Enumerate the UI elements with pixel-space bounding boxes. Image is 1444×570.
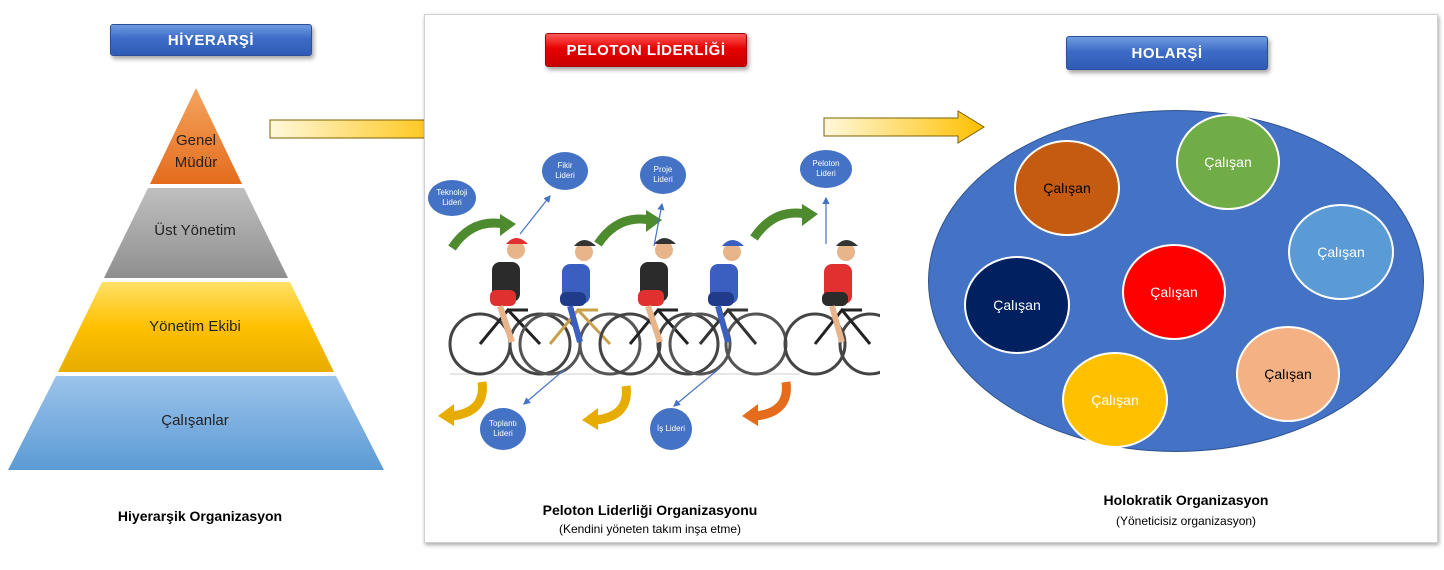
- employee-circle-1: Çalışan: [1014, 140, 1120, 236]
- holacracy-subcaption: (Yöneticisiz organizasyon): [1115, 514, 1257, 528]
- pyramid-label-employees: Çalışanlar: [161, 412, 229, 429]
- orange-curve-arrow: [755, 381, 791, 421]
- role-idea-leader: Fikir Lideri: [542, 152, 588, 190]
- cyclist-3: [598, 307, 720, 376]
- cyclists-illustration: [438, 195, 880, 430]
- hierarchy-banner-text: HİYERARŞİ: [167, 31, 255, 49]
- employee-label: Çalışan: [1317, 244, 1365, 260]
- yellow-curve-arrow-2: [595, 385, 631, 425]
- arrow-right-icon-2: [823, 110, 985, 144]
- peloton-banner-text: PELOTON LİDERLİĞİ: [566, 41, 726, 59]
- pyramid-level-top: [150, 88, 242, 184]
- employee-label: Çalışan: [1204, 154, 1252, 170]
- role-project-leader-label: Proje Lideri: [653, 165, 673, 184]
- employee-circle-7: Çalışan: [1062, 352, 1168, 448]
- peloton-caption: Peloton Liderliği Organizasyonu: [542, 502, 758, 518]
- role-technology-leader-label: Teknoloji Lideri: [436, 188, 468, 207]
- employee-circle-4: Çalışan: [964, 256, 1070, 354]
- peloton-banner: PELOTON LİDERLİĞİ: [545, 33, 747, 67]
- employee-circle-3: Çalışan: [1288, 204, 1394, 300]
- holacracy-banner: HOLARŞİ: [1066, 36, 1268, 70]
- green-curve-arrow-3: [750, 208, 807, 241]
- role-peloton-leader: Peloton Lideri: [800, 150, 852, 188]
- employee-label: Çalışan: [1043, 180, 1091, 196]
- cyclist-1: [448, 307, 572, 376]
- pyramid-level-3: [58, 282, 334, 372]
- employee-circle-2: Çalışan: [1176, 114, 1280, 210]
- role-meeting-leader-label: Toplantı Lideri: [488, 419, 518, 438]
- green-curve-arrow-1: [448, 218, 505, 251]
- yellow-curve-arrow-1: [451, 381, 487, 421]
- peloton-subcaption: (Kendini yöneten takım inşa etme): [558, 522, 742, 536]
- employee-circle-5: Çalışan: [1122, 244, 1226, 340]
- hierarchy-banner: HİYERARŞİ: [110, 24, 312, 56]
- role-technology-leader: Teknoloji Lideri: [428, 180, 476, 216]
- role-project-leader: Proje Lideri: [640, 156, 686, 194]
- cyclist-2: [518, 307, 642, 376]
- role-idea-leader-label: Fikir Lideri: [555, 161, 575, 180]
- employee-label: Çalışan: [993, 297, 1041, 313]
- cyclist-2-body: [560, 240, 596, 343]
- employee-circle-6: Çalışan: [1236, 326, 1340, 422]
- pyramid-label-top-management: Üst Yönetim: [154, 222, 236, 239]
- role-peloton-leader-label: Peloton Lideri: [812, 159, 840, 178]
- cyclist-5-body: [822, 240, 858, 343]
- holacracy-banner-text: HOLARŞİ: [1131, 44, 1203, 62]
- employee-label: Çalışan: [1150, 284, 1198, 300]
- hierarchy-pyramid: [8, 88, 384, 470]
- hierarchy-caption: Hiyerarşik Organizasyon: [117, 508, 283, 524]
- cyclist-5: [783, 307, 880, 376]
- pyramid-label-general-manager: Genel Müdür: [174, 132, 218, 171]
- pyramid-level-4: [8, 376, 384, 470]
- pyramid-label-management-team: Yönetim Ekibi: [149, 318, 241, 335]
- cyclist-1-body: [490, 238, 528, 343]
- cyclist-4-body: [708, 240, 744, 343]
- holacracy-caption: Holokratik Organizasyon: [1103, 492, 1269, 508]
- employee-label: Çalışan: [1091, 392, 1139, 408]
- role-work-leader-label: İş Lideri: [657, 424, 686, 433]
- pyramid-level-2: [104, 188, 288, 278]
- employee-label: Çalışan: [1264, 366, 1312, 382]
- green-curve-arrow-2: [594, 214, 651, 247]
- cyclist-3-body: [638, 238, 676, 343]
- role-work-leader: İş Lideri: [650, 408, 692, 450]
- role-meeting-leader: Toplantı Lideri: [480, 408, 526, 450]
